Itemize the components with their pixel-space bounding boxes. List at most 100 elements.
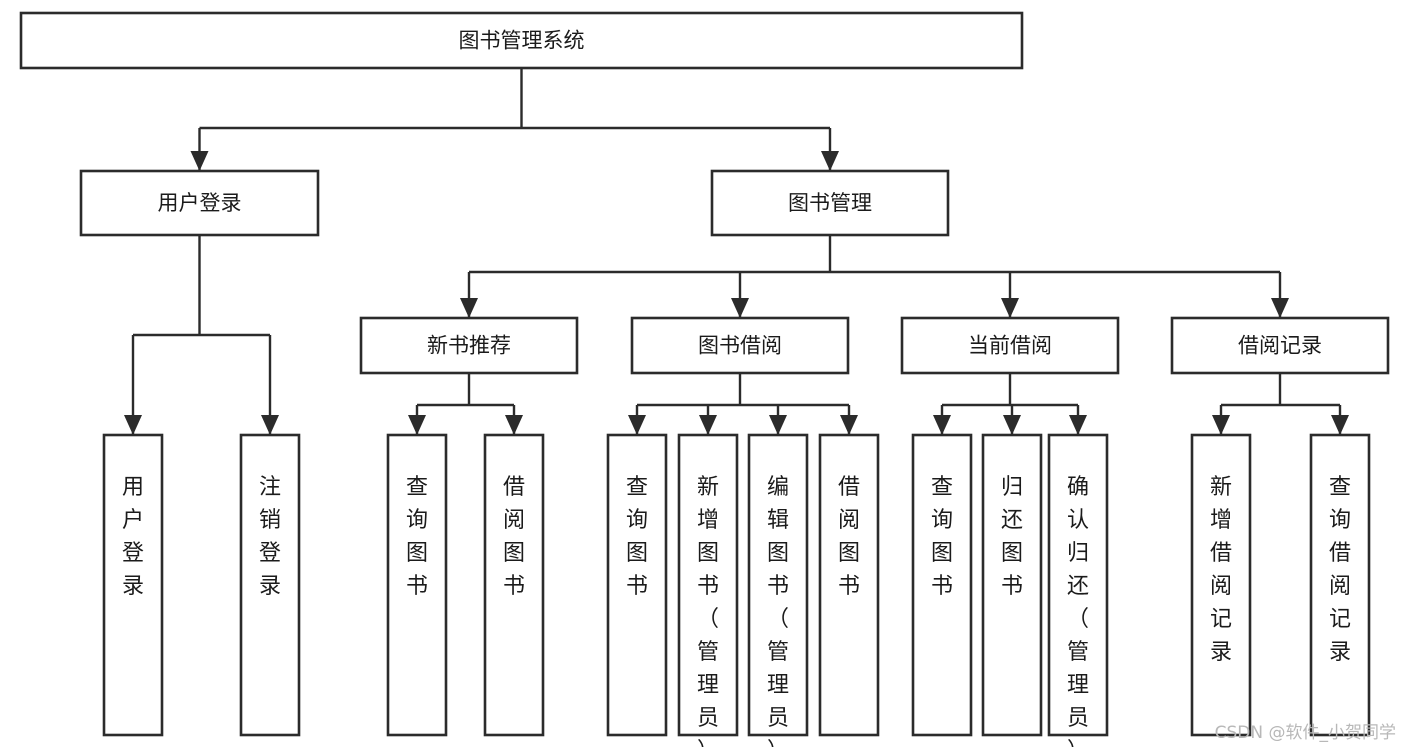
node-label-user-login: 用户登录	[158, 191, 242, 215]
arrow-head-icon	[261, 415, 279, 435]
node-label-char: 图	[626, 541, 648, 566]
node-label-char: 书	[767, 574, 789, 599]
node-label-char: 图	[931, 541, 953, 566]
node-label-char: 询	[1329, 508, 1351, 533]
node-label-char: 询	[626, 508, 648, 533]
node-label-char: 录	[122, 574, 144, 599]
node-label-char: 借	[503, 475, 525, 500]
arrow-head-icon	[1271, 298, 1289, 318]
node-label-char: 图	[697, 541, 719, 566]
node-current-borrow[interactable]: 当前借阅	[900, 316, 1120, 375]
arrow-head-icon	[1331, 415, 1349, 435]
node-label-char: 新	[697, 475, 719, 500]
node-label-char: 管	[767, 640, 789, 665]
node-label-char: 销	[259, 508, 281, 533]
node-label-char: 书	[406, 574, 428, 599]
arrow-head-icon	[628, 415, 646, 435]
node-label-char: 借	[1210, 541, 1232, 566]
node-label-char: 图	[767, 541, 789, 566]
node-box-book-borrow	[630, 316, 850, 375]
node-box-l-borrow-book-2	[818, 433, 880, 737]
node-label-char: 员	[1067, 706, 1089, 731]
node-label-char: 书	[503, 574, 525, 599]
node-label-char: 管	[697, 640, 719, 665]
arrow-head-icon	[1069, 415, 1087, 435]
arrow-head-icon	[840, 415, 858, 435]
node-label-char: 新	[1210, 475, 1232, 500]
node-box-book-manage	[710, 169, 950, 237]
arrow-head-icon	[731, 298, 749, 318]
node-label-char: 图	[503, 541, 525, 566]
node-label-char: （	[1067, 607, 1089, 632]
connector-layer	[124, 68, 1349, 435]
node-label-root: 图书管理系统	[459, 29, 585, 53]
node-book-manage[interactable]: 图书管理	[710, 169, 950, 237]
node-label-char: 还	[1001, 508, 1023, 533]
node-box-l-return-book	[981, 433, 1043, 737]
node-root[interactable]: 图书管理系统	[19, 11, 1024, 70]
node-label-char: 归	[1067, 541, 1089, 566]
node-label-char: 查	[931, 475, 953, 500]
node-label-char: 登	[259, 541, 281, 566]
node-label-char: 阅	[838, 508, 860, 533]
arrow-head-icon	[1212, 415, 1230, 435]
node-label-char: 书	[838, 574, 860, 599]
node-label-char: 阅	[1210, 574, 1232, 599]
node-new-book-rec[interactable]: 新书推荐	[359, 316, 579, 375]
node-label-char: 阅	[503, 508, 525, 533]
node-label-char: （	[767, 607, 789, 632]
node-label-char: 理	[697, 673, 719, 698]
arrow-head-icon	[933, 415, 951, 435]
node-label-char: 还	[1067, 574, 1089, 599]
node-box-l-edit-book	[747, 433, 809, 737]
node-box-l-borrow-book-1	[483, 433, 545, 737]
node-label-char: 图	[1001, 541, 1023, 566]
node-label-char: 认	[1067, 508, 1089, 533]
node-label-new-book-rec: 新书推荐	[427, 334, 511, 358]
node-label-char: 注	[259, 475, 281, 500]
node-label-char: 查	[406, 475, 428, 500]
arrow-head-icon	[190, 151, 209, 171]
node-label-char: 询	[931, 508, 953, 533]
node-layer: 图书管理系统用户登录图书管理新书推荐图书借阅当前借阅借阅记录用户登录注销登录查询…	[19, 11, 1390, 747]
node-label-char: 用	[122, 475, 144, 500]
node-label-char: 询	[406, 508, 428, 533]
node-box-root	[19, 11, 1024, 70]
node-label-char: 查	[1329, 475, 1351, 500]
node-label-char: ）	[1067, 739, 1089, 747]
arrow-head-icon	[1001, 298, 1019, 318]
arrow-head-icon	[124, 415, 142, 435]
node-user-login[interactable]: 用户登录	[79, 169, 320, 237]
node-label-char: 图	[838, 541, 860, 566]
node-label-char: 查	[626, 475, 648, 500]
node-label-char: 借	[838, 475, 860, 500]
node-label-char: 书	[931, 574, 953, 599]
node-box-leaf-user-logout	[239, 433, 301, 737]
node-leaf-user-login[interactable]: 用户登录	[102, 433, 164, 737]
arrow-head-icon	[821, 151, 839, 171]
node-label-borrow-record: 借阅记录	[1238, 334, 1322, 358]
node-box-current-borrow	[900, 316, 1120, 375]
node-box-l-query-book-3	[911, 433, 973, 737]
node-box-borrow-record	[1170, 316, 1390, 375]
node-label-char: 录	[1210, 640, 1232, 665]
node-box-leaf-user-login	[102, 433, 164, 737]
node-label-char: （	[697, 607, 719, 632]
arrow-head-icon	[505, 415, 523, 435]
node-label-char: 记	[1210, 607, 1232, 632]
node-borrow-record[interactable]: 借阅记录	[1170, 316, 1390, 375]
node-book-borrow[interactable]: 图书借阅	[630, 316, 850, 375]
